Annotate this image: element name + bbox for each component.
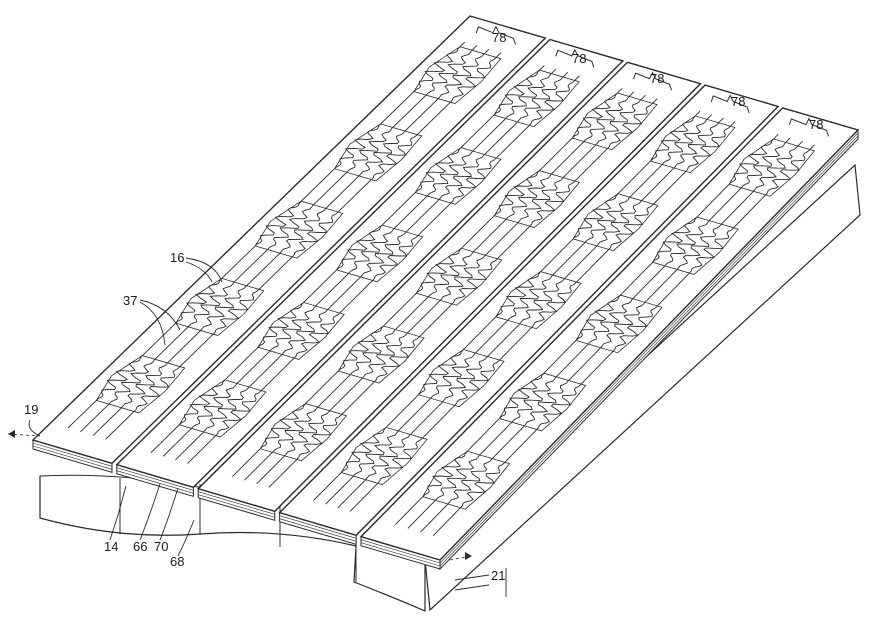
heater-element-outline — [413, 46, 502, 104]
conductor-trace — [187, 75, 580, 464]
label-19: 19 — [24, 402, 38, 417]
strip-layer-line — [32, 442, 113, 467]
strip-layer-line — [360, 539, 441, 564]
strip-layer-line — [116, 470, 194, 494]
conductor-trace — [162, 68, 557, 457]
leader-37-a — [139, 301, 166, 346]
leader-21-a — [454, 574, 490, 581]
strip-layer-line — [439, 135, 859, 567]
label-14: 14 — [104, 539, 118, 554]
conductor-trace — [420, 140, 803, 533]
label-66: 66 — [133, 539, 147, 554]
heater-strip-4 — [278, 84, 780, 545]
bracket-78 — [475, 25, 516, 45]
conductor-trace — [244, 91, 635, 481]
heater-element-outline — [257, 301, 345, 360]
strip-layer-line — [279, 515, 357, 539]
strip-layer-line — [439, 132, 859, 564]
leader-70 — [159, 487, 179, 541]
conductor-trace — [92, 48, 490, 436]
leader-66 — [139, 483, 161, 541]
heater-element-outline — [495, 271, 582, 330]
leader-16-a — [185, 261, 213, 283]
leader-16-b — [185, 257, 223, 283]
conductor-trace — [105, 52, 502, 440]
base-fill — [40, 458, 425, 615]
label-16: 16 — [170, 250, 184, 265]
label-78-strip-3: 78 — [650, 71, 664, 86]
heater-strip-1 — [31, 15, 547, 473]
heater-element-outline — [415, 247, 503, 306]
label-78-strip-5: 78 — [809, 117, 823, 132]
heater-element-outline — [649, 115, 736, 174]
heater-element-outline — [414, 147, 502, 205]
label-78-strip-2: 78 — [572, 51, 586, 66]
heater-element-outline — [651, 216, 739, 275]
heater-element-outline — [254, 200, 344, 259]
bracket-78 — [633, 71, 672, 91]
axis-19-dashed — [7, 433, 41, 437]
strip-layer-line — [32, 445, 113, 470]
conductor-trace — [349, 121, 736, 512]
conductor-trace — [80, 45, 478, 433]
heater-element-outline — [337, 325, 425, 384]
label-78-strip-1: 78 — [492, 30, 506, 45]
heater-element-outline — [498, 372, 587, 432]
strip-layer-line — [198, 491, 275, 515]
label-37: 37 — [123, 293, 137, 308]
heater-strip-3 — [196, 61, 702, 521]
leader-68 — [177, 519, 195, 557]
base-front-contour — [39, 476, 426, 612]
leader-21-b — [454, 584, 490, 591]
heater-element-outline — [178, 379, 267, 438]
heater-element-outline — [259, 403, 348, 462]
arrowhead-21 — [465, 552, 472, 560]
arrowhead-19 — [8, 430, 15, 438]
bracket-78 — [710, 94, 750, 114]
heater-element-outline — [340, 426, 428, 486]
strip-layer-line — [116, 467, 194, 491]
heater-strip-2 — [115, 38, 625, 497]
heater-element-outline — [422, 450, 511, 510]
conductor-trace — [432, 144, 815, 537]
label-70: 70 — [154, 539, 168, 554]
heater-element-outline — [335, 224, 424, 283]
heater-element-outline — [575, 294, 663, 354]
strip-layer-line — [279, 518, 357, 542]
heater-element-outline — [728, 138, 816, 197]
heater-element-outline — [572, 193, 659, 252]
heater-strip-5 — [359, 107, 860, 571]
label-21: 21 — [491, 568, 505, 583]
strip-layer-line — [360, 542, 441, 567]
leader-37-b — [139, 299, 181, 331]
leader-lines — [7, 257, 507, 597]
conductor-trace — [325, 114, 712, 505]
heater-element-outline — [493, 170, 580, 228]
heater-element-outline — [95, 355, 186, 414]
conductor-trace — [175, 71, 569, 461]
conductor-trace — [256, 94, 646, 485]
heater-element-outline — [493, 69, 580, 128]
strip-layer-line — [198, 494, 275, 518]
conductor-trace — [407, 137, 791, 529]
conductor-trace — [268, 98, 658, 488]
bracket-78 — [788, 117, 830, 137]
label-78-strip-4: 78 — [731, 94, 745, 109]
heater-strips — [31, 15, 860, 571]
conductor-trace — [337, 117, 724, 509]
leader-19 — [28, 419, 41, 437]
leader-14 — [109, 485, 127, 541]
heater-element-outline — [417, 349, 505, 408]
label-68: 68 — [170, 554, 184, 569]
heater-element-outline — [333, 123, 423, 182]
bracket-78 — [555, 48, 595, 68]
heater-element-outline — [571, 92, 658, 151]
